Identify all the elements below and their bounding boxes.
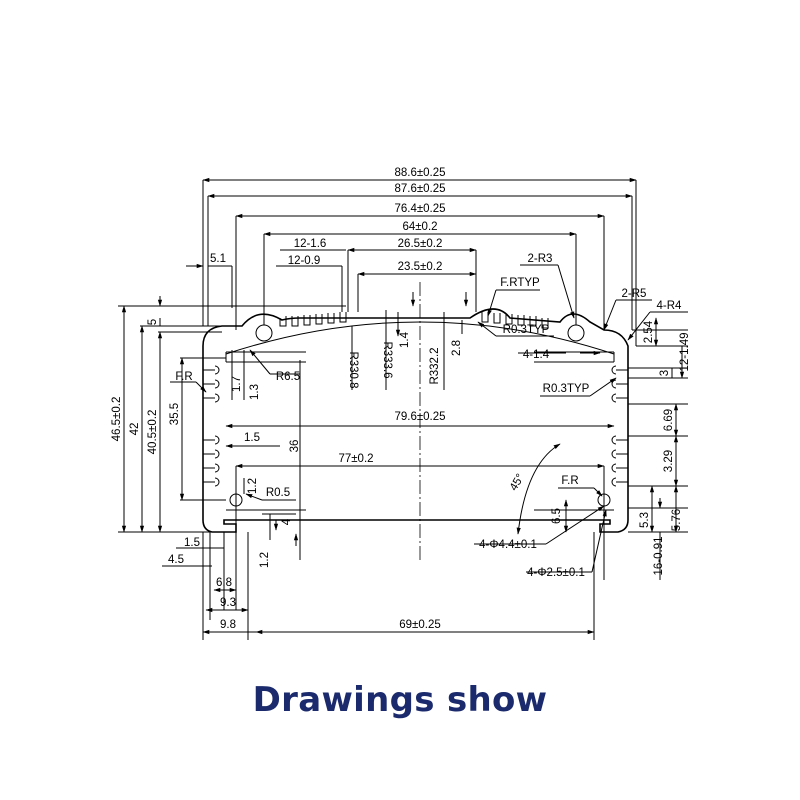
dim-1-2-b: 1.2	[259, 552, 271, 568]
bottom-right-detail	[474, 443, 607, 573]
interior-leaders	[225, 292, 615, 610]
dim-69: 69±0.25	[399, 619, 441, 631]
dim-4-5: 4.5	[168, 554, 184, 566]
dim-5-1: 5.1	[210, 253, 226, 265]
label-45-deg: 45°	[508, 472, 527, 493]
label-r332-2: R332.2	[429, 347, 441, 384]
label-r330-8: R330.8	[347, 351, 359, 388]
label-r333-6: R333.6	[381, 341, 393, 378]
dim-76-4: 76.4±0.25	[394, 203, 445, 215]
dim-2-8: 2.8	[451, 340, 463, 356]
dim-12-0-9: 12-0.9	[288, 255, 321, 267]
dim-1-2-a: 1.2	[247, 478, 259, 494]
dim-9-8: 9.8	[220, 619, 236, 631]
label-4-r4: 4-R4	[657, 300, 683, 312]
dim-5: 5	[147, 319, 159, 325]
dim-26-5: 26.5±0.2	[398, 238, 443, 250]
dim-1-3: 1.3	[249, 384, 261, 400]
dim-1-5-b: 1.5	[184, 537, 200, 549]
dim-6-8: 6.8	[216, 577, 232, 589]
label-f-r-right: F.R	[561, 475, 578, 487]
dim-12-1-49: 12-1.49	[679, 332, 691, 371]
dim-5-3: 5.3	[639, 512, 651, 528]
dim-1-5-a: 1.5	[244, 432, 260, 444]
right-dimensions	[628, 317, 688, 580]
label-f-rtyp: F.RTYP	[500, 277, 540, 289]
label-r6-5: R6.5	[276, 371, 300, 383]
label-hole-2-5: 4-Φ2.5±0.1	[527, 567, 585, 579]
label-hole-4-4: 4-Φ4.4±0.1	[479, 539, 537, 551]
caption-title: Drawings show	[252, 680, 548, 720]
dim-1-4: 1.4	[399, 331, 411, 348]
dim-64: 64±0.2	[402, 221, 437, 233]
dim-2-54: 2.54	[643, 320, 655, 343]
label-r0-3typ-b: R0.3TYP	[543, 383, 590, 395]
dim-46-5: 46.5±0.2	[111, 397, 123, 442]
label-f-r-left: F.R	[175, 371, 192, 383]
width-dimensions	[186, 177, 637, 346]
label-4-1-4: 4-1.4	[523, 349, 550, 361]
dim-77: 77±0.2	[338, 453, 373, 465]
dim-6-5: 6.5	[551, 508, 563, 524]
label-r0-3typ-a: R0.3TYP	[503, 324, 550, 336]
label-r0-5: R0.5	[266, 487, 290, 499]
label-2-r3: 2-R3	[528, 253, 553, 265]
dim-5-76: 5.76	[671, 509, 683, 531]
dim-6-69: 6.69	[663, 409, 675, 431]
dim-4: 4	[281, 518, 293, 525]
top-right-leaders	[477, 264, 688, 397]
dim-36: 36	[289, 440, 301, 453]
dim-9-3: 9.3	[220, 597, 236, 609]
dim-87-6: 87.6±0.25	[394, 183, 445, 195]
dim-16-0-91: 16-0.91	[653, 536, 665, 575]
dim-3-29: 3.29	[663, 450, 675, 472]
dim-88-6: 88.6±0.25	[394, 167, 445, 179]
dim-40-5: 40.5±0.2	[147, 410, 159, 455]
label-2-r5: 2-R5	[622, 288, 647, 300]
dim-79-6: 79.6±0.25	[394, 411, 445, 423]
dim-42: 42	[129, 423, 141, 436]
dim-23-5: 23.5±0.2	[398, 261, 443, 273]
dim-3: 3	[659, 370, 671, 376]
dim-35-5: 35.5	[169, 403, 181, 425]
bottom-left-detail	[162, 478, 595, 640]
dim-12-1-6: 12-1.6	[294, 238, 327, 250]
left-dimensions	[118, 296, 346, 533]
dim-1-7: 1.7	[231, 376, 243, 392]
